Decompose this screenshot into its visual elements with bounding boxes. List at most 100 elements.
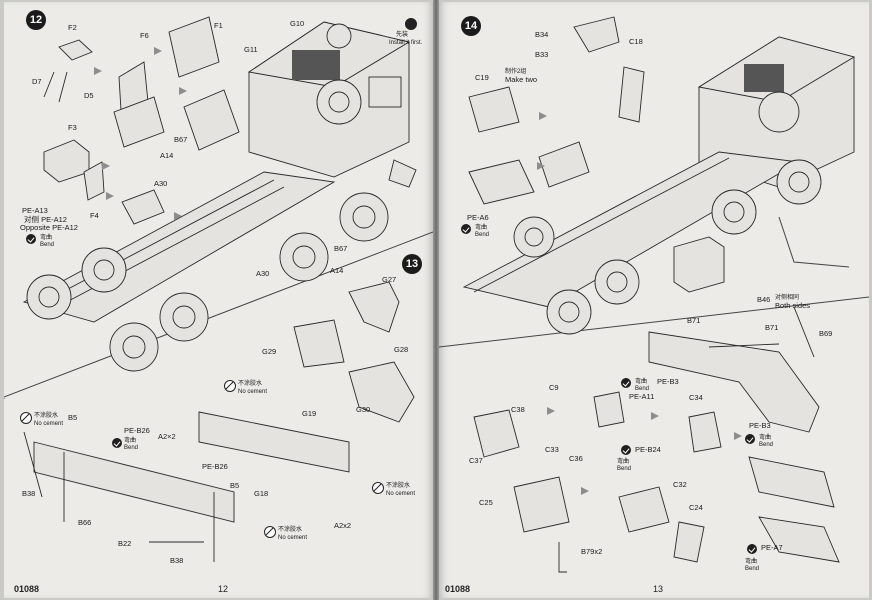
- book-gutter: [433, 0, 439, 600]
- label-D7: D7: [32, 77, 42, 86]
- make-two-cn: 制作2组: [505, 69, 527, 75]
- label-C38: C38: [511, 405, 525, 414]
- bend-en-13: Bend: [124, 445, 139, 451]
- label-B5-b: B5: [230, 481, 240, 490]
- label-PE-B24: PE-B24: [635, 445, 661, 454]
- label-G11: G11: [244, 45, 258, 54]
- label-B71-b: B71: [765, 323, 779, 332]
- label-A14-b: A14: [330, 266, 344, 275]
- step-12-badge: 12: [26, 10, 46, 30]
- part-C36: [593, 391, 625, 428]
- label-PE-B3: PE-B3: [657, 377, 679, 386]
- part-C34: [688, 411, 722, 453]
- step13-frame: [23, 411, 350, 562]
- no-cement-icon: [224, 380, 236, 392]
- label-C19: C19: [475, 73, 489, 82]
- part-C19: [468, 86, 520, 133]
- bend-icon: [621, 445, 631, 455]
- part-plate: [468, 159, 535, 205]
- chassis-drawing: [22, 171, 389, 372]
- label-A30: A30: [154, 179, 168, 188]
- label-PE-A12: 对侧 PE-A12: [24, 215, 67, 224]
- right-page-artwork: [439, 16, 869, 573]
- label-G18: G18: [254, 489, 269, 498]
- no-cement-icon: [372, 482, 384, 494]
- no-cement-cn-4: 不涂胶水: [278, 527, 303, 533]
- label-D5: D5: [84, 91, 94, 100]
- no-cement-icon: [20, 412, 32, 424]
- bend4-cn: 弯曲: [759, 435, 772, 441]
- label-G29: G29: [262, 347, 277, 356]
- label-opposite: Opposite PE-A12: [20, 223, 78, 232]
- label-C37: C37: [469, 456, 483, 465]
- bend-cn-13: 弯曲: [124, 438, 137, 444]
- bend-en: Bend: [40, 242, 55, 248]
- label-C18: C18: [629, 37, 643, 46]
- label-PE-B26-b: PE-B26: [202, 462, 228, 471]
- label-A2x2: A2×2: [158, 432, 176, 441]
- label-G10: G10: [290, 19, 305, 28]
- label-PE-B3-b: PE-B3: [749, 421, 771, 430]
- label-B67: B67: [174, 135, 188, 144]
- bend-icon: [745, 434, 755, 444]
- label-PE-A6: PE-A6: [467, 213, 489, 222]
- bend2-en: Bend: [635, 386, 650, 392]
- part-F4: [83, 161, 105, 201]
- no-cement-en-1: No cement: [238, 389, 268, 395]
- left-footer-code: 01088: [14, 584, 40, 594]
- step-14-badge: 14: [461, 16, 481, 36]
- label-F4: F4: [90, 211, 99, 220]
- part-crane-arm: [648, 331, 820, 433]
- left-page-artwork: [4, 16, 433, 562]
- step13-brackets: [293, 281, 415, 423]
- left-page-number: 12: [218, 584, 229, 594]
- part-tank: [748, 456, 835, 508]
- bend4-en: Bend: [759, 442, 774, 448]
- no-cement-en-4: No cement: [278, 535, 308, 541]
- label-PE-A7: PE-A7: [761, 543, 783, 552]
- truck-cab-drawing: [247, 21, 411, 178]
- label-PE-A13: PE-A13: [22, 206, 48, 215]
- right-footer-code: 01088: [445, 584, 471, 594]
- label-C33: C33: [545, 445, 559, 454]
- label-B46: B46: [757, 295, 771, 304]
- label-F2: F2: [68, 23, 77, 32]
- part-B79: [558, 542, 567, 573]
- label-F1: F1: [214, 21, 223, 30]
- label-B69: B69: [819, 329, 833, 338]
- bend-cn-14: 弯曲: [475, 225, 488, 231]
- label-B34: B34: [535, 30, 549, 39]
- part-box: [538, 141, 590, 188]
- part-C25: [513, 476, 570, 533]
- label-A2x2-b: A2x2: [334, 521, 352, 530]
- label-A30-b: A30: [256, 269, 270, 278]
- label-C32: C32: [673, 480, 687, 489]
- bend-icon: [26, 234, 36, 244]
- no-cement-icon: [264, 526, 276, 538]
- label-F6: F6: [140, 31, 149, 40]
- label-B38-b: B38: [170, 556, 184, 565]
- install-first-icon: [405, 18, 417, 30]
- part-C24: [618, 486, 670, 533]
- label-B79x2: B79x2: [581, 547, 603, 556]
- label-G19: G19: [302, 409, 317, 418]
- no-cement-en-2: No cement: [386, 491, 416, 497]
- both-sides-en: Both sides: [775, 301, 811, 310]
- label-C9: C9: [549, 383, 559, 392]
- right-page: 14 B34 B33 制作2组 Make two C18 C19 PE-A6 弯…: [439, 2, 869, 598]
- right-page-number: 13: [653, 584, 664, 594]
- label-C36: C36: [569, 454, 583, 463]
- no-cement-cn-3: 不涂胶水: [34, 413, 59, 419]
- bend2-cn: 弯曲: [635, 379, 648, 385]
- part-C18: [573, 16, 620, 53]
- step-13-badge: 13: [402, 254, 422, 274]
- part-box: [113, 96, 165, 148]
- label-G28: G28: [394, 345, 409, 354]
- no-cement-en-3: No cement: [34, 421, 64, 427]
- label-B5: B5: [68, 413, 78, 422]
- label-B38: B38: [22, 489, 36, 498]
- label-B22: B22: [118, 539, 132, 548]
- part-F6-F1: [168, 16, 220, 78]
- bend-cn: 弯曲: [40, 235, 53, 241]
